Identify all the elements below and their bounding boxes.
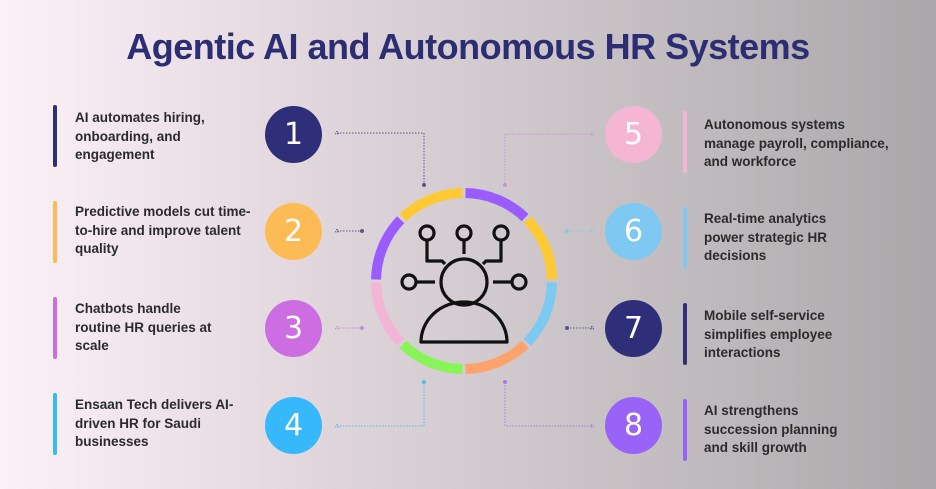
- ring-segment-left-bottom: [371, 282, 405, 346]
- person-network-icon: [400, 224, 528, 344]
- ring-segment-right-bottom: [523, 282, 557, 346]
- connector-4: [335, 380, 426, 428]
- number-badge: 3: [265, 300, 322, 357]
- ring-segment-top-left: [399, 188, 463, 222]
- connector-1: [335, 131, 426, 187]
- item-text: Autonomous systems manage payroll, compl…: [704, 117, 889, 169]
- connector-6: [565, 229, 594, 233]
- accent-bar: [683, 399, 687, 461]
- number-badge: 7: [605, 300, 662, 357]
- number-badge: 2: [265, 203, 322, 260]
- number-badge: 8: [605, 397, 662, 454]
- accent-bar: [53, 105, 57, 167]
- accent-bar: [53, 201, 57, 263]
- ring-segment-bottom-left: [399, 340, 463, 374]
- connector-7: [565, 326, 594, 330]
- item-text: Mobile self-service simplifies employee …: [704, 308, 833, 360]
- item-text: Ensaan Tech delivers AI-driven HR for Sa…: [75, 397, 234, 449]
- accent-bar: [53, 297, 57, 359]
- accent-bar: [683, 303, 687, 365]
- ring-segment-top-right: [465, 188, 529, 222]
- ring-segment-bottom-right: [465, 340, 529, 374]
- ring-segment-left-top: [371, 216, 405, 280]
- item-text: Chatbots handle routine HR queries at sc…: [75, 301, 212, 353]
- item-text: AI strengthens succession planning and s…: [704, 403, 838, 455]
- number-badge: 1: [265, 106, 322, 163]
- connector-3: [335, 326, 364, 330]
- item-text: AI automates hiring, onboarding, and eng…: [75, 110, 205, 162]
- item-text: Predictive models cut time-to-hire and i…: [75, 204, 251, 256]
- connector-2: [335, 229, 364, 233]
- accent-bar: [53, 393, 57, 455]
- connector-8: [503, 380, 594, 428]
- ring-segment-right-top: [523, 216, 557, 280]
- number-badge: 5: [605, 106, 662, 163]
- accent-bar: [683, 111, 687, 173]
- item-text: Real-time analytics power strategic HR d…: [704, 211, 828, 263]
- ring: [371, 188, 557, 374]
- number-badge: 6: [605, 203, 662, 260]
- number-badge: 4: [265, 397, 322, 454]
- page-title: Agentic AI and Autonomous HR Systems: [126, 26, 810, 67]
- accent-bar: [683, 207, 687, 269]
- connector-5: [503, 132, 594, 187]
